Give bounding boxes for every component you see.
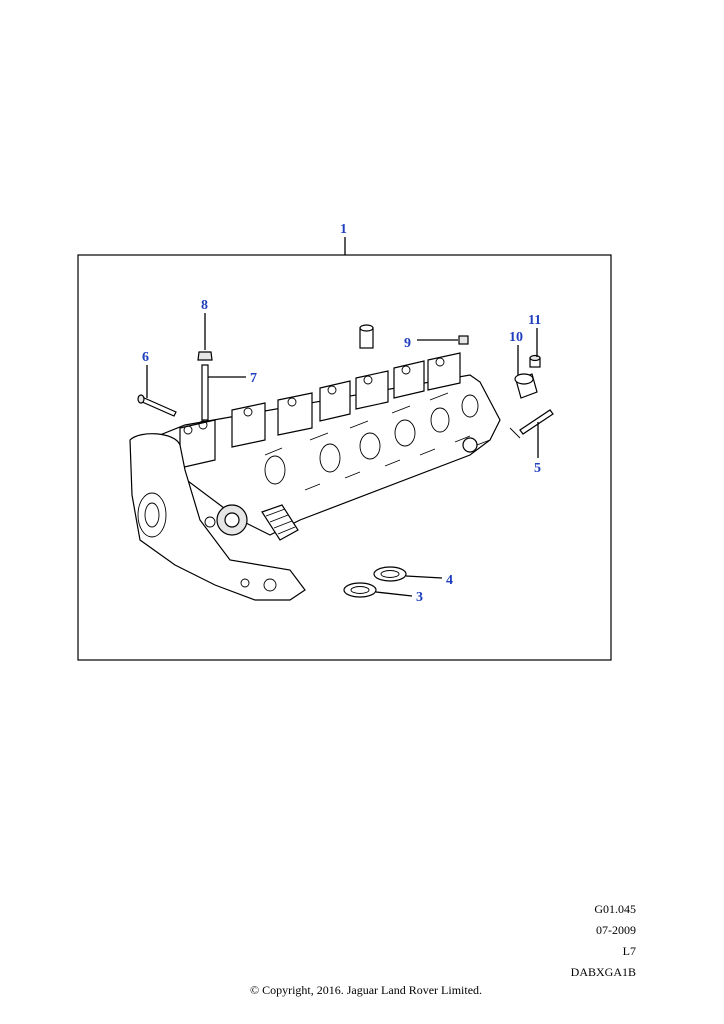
illustration-level: L7 xyxy=(622,944,636,958)
illustration-date: 07-2009 xyxy=(596,923,636,937)
callout-10[interactable]: 10 xyxy=(509,330,523,345)
plug-11 xyxy=(529,354,541,368)
seal-3 xyxy=(343,582,377,598)
cam-towers xyxy=(179,352,461,469)
callout-6[interactable]: 6 xyxy=(142,350,149,365)
callout-1[interactable]: 1 xyxy=(340,222,347,237)
plug-9 xyxy=(458,335,469,345)
cap-10 xyxy=(514,373,538,399)
leader-4 xyxy=(405,575,443,579)
dowel-sleeve xyxy=(359,324,374,349)
leader-3 xyxy=(375,591,413,597)
port-openings xyxy=(264,394,479,485)
copyright-notice: © Copyright, 2016. Jaguar Land Rover Lim… xyxy=(249,983,483,997)
callout-8[interactable]: 8 xyxy=(201,298,208,313)
stud-7 xyxy=(201,364,209,421)
bolt-6 xyxy=(137,394,177,417)
callout-11[interactable]: 11 xyxy=(528,313,541,328)
callout-3[interactable]: 3 xyxy=(416,590,423,605)
seal-4 xyxy=(373,566,407,582)
callout-4[interactable]: 4 xyxy=(446,573,453,588)
illustration-ref: DABXGA1B xyxy=(570,965,636,979)
callout-7[interactable]: 7 xyxy=(250,371,257,386)
callout-9[interactable]: 9 xyxy=(404,336,411,351)
nut-8 xyxy=(197,351,213,361)
side-studs xyxy=(264,392,471,491)
cylinder-head-illustration xyxy=(129,352,501,601)
callout-5[interactable]: 5 xyxy=(534,461,541,476)
stud-5 xyxy=(509,409,554,439)
illustration-code: G01.045 xyxy=(594,902,636,916)
